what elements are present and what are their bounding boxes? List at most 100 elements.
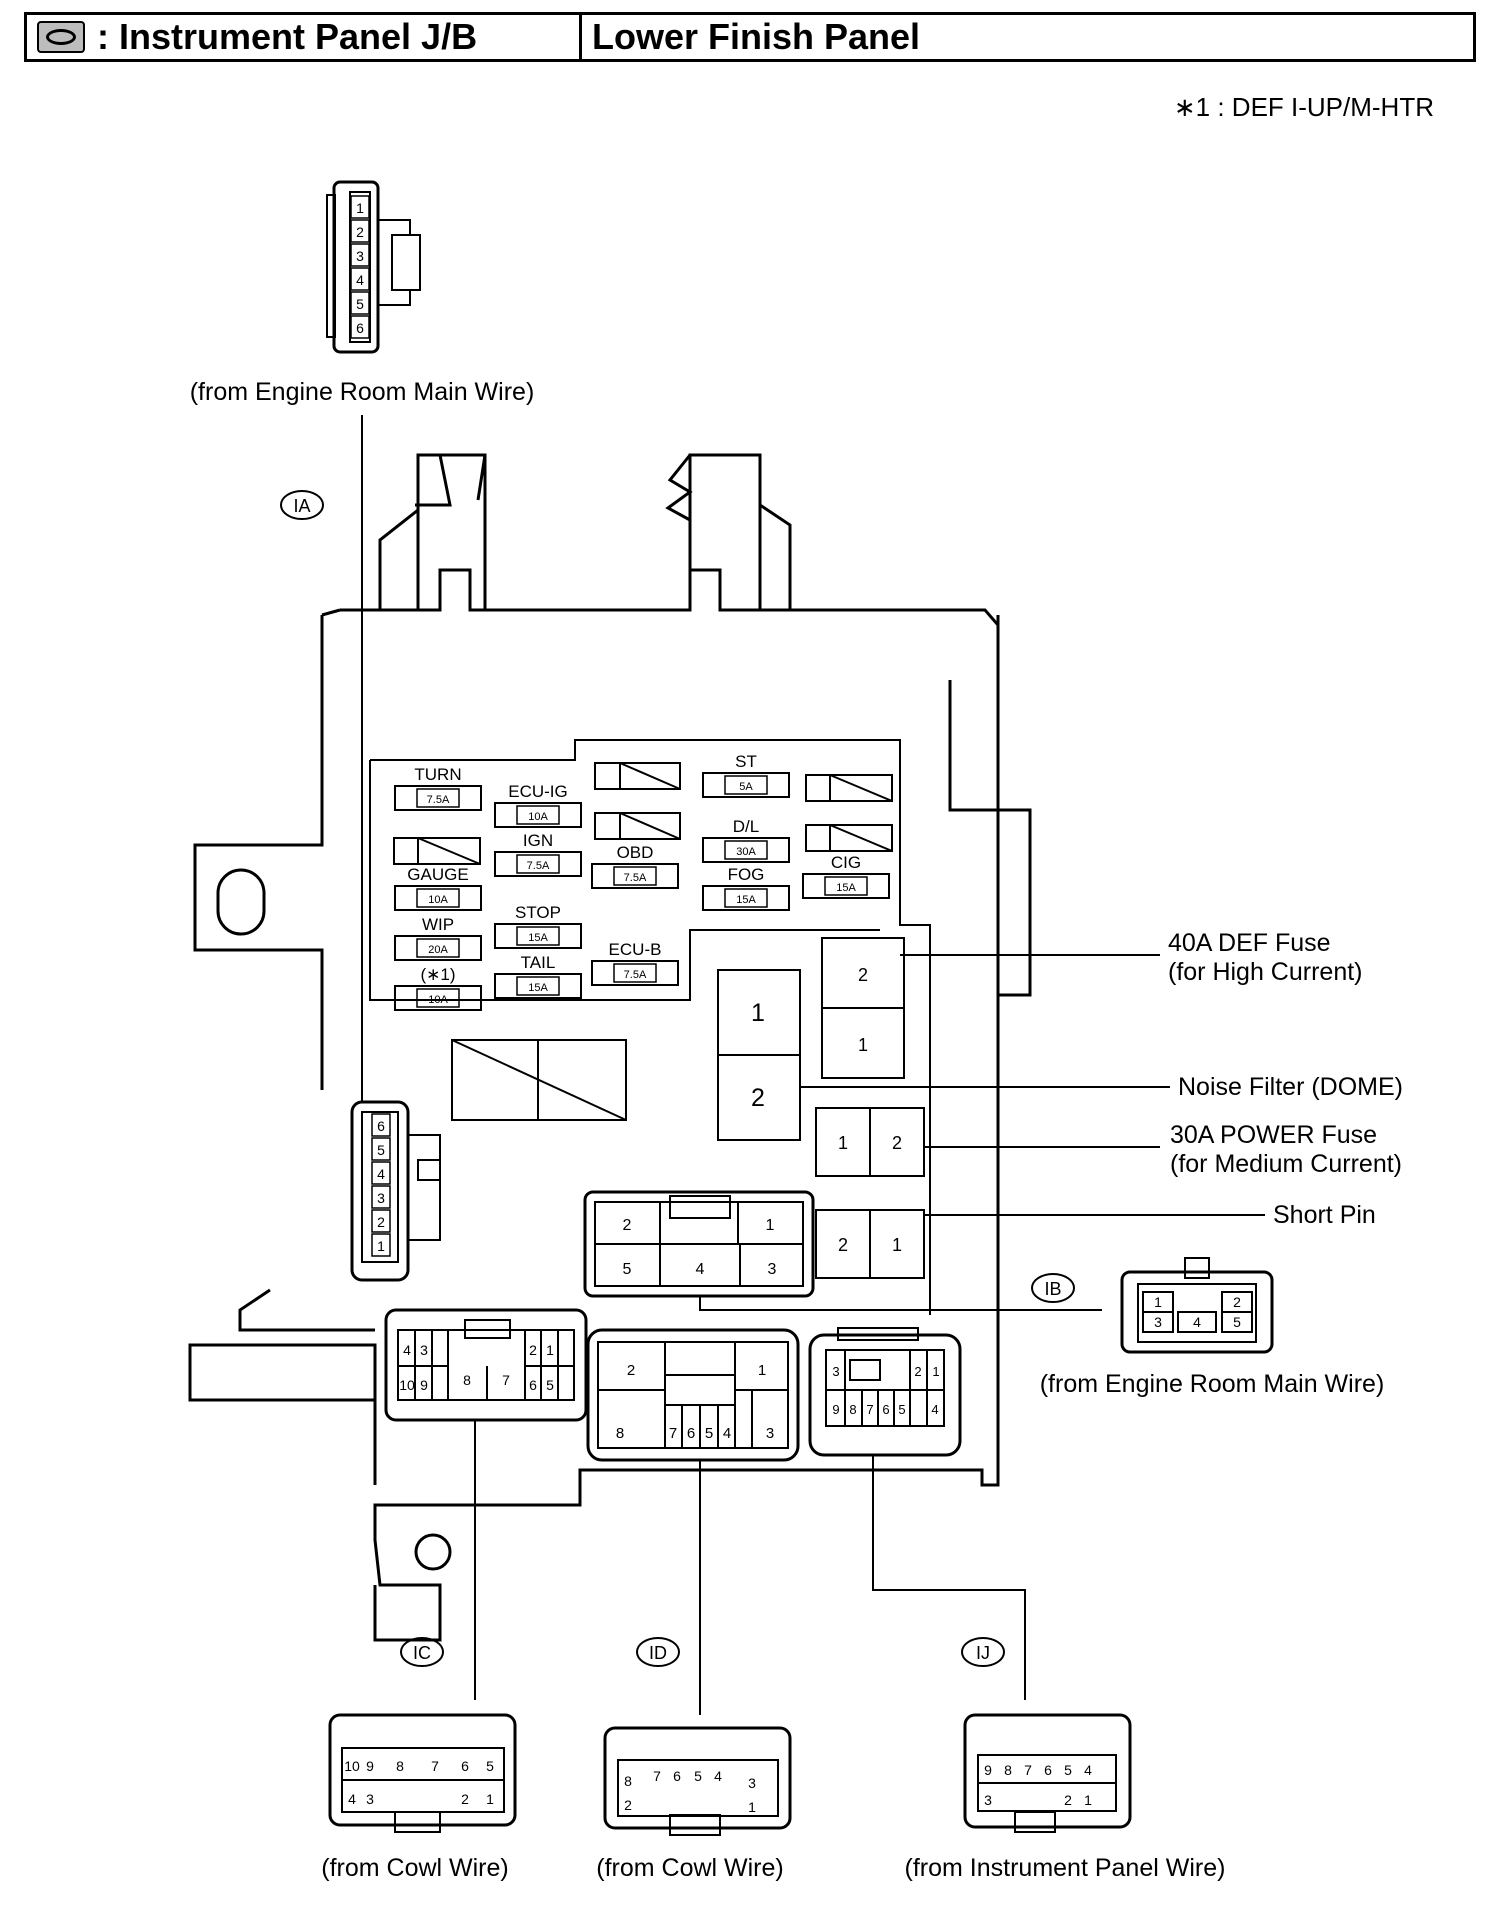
ic-socket-pin-8: 8 bbox=[463, 1372, 471, 1388]
fuse-name-turn: TURN bbox=[414, 765, 461, 784]
ia-pin-3: 3 bbox=[356, 248, 364, 264]
ib-socket-pin-5: 5 bbox=[623, 1261, 632, 1278]
id-socket-pin-4: 4 bbox=[723, 1425, 731, 1442]
fuse-name-tail: TAIL bbox=[521, 953, 556, 972]
fuse-rating-box bbox=[724, 888, 768, 908]
ic-socket-pin-9: 9 bbox=[420, 1377, 428, 1393]
fuse-body bbox=[802, 873, 890, 899]
footnote: ∗1 : DEF I-UP/M-HTR bbox=[1173, 92, 1434, 122]
noise-filter-pin-2: 2 bbox=[751, 1084, 765, 1112]
id-pin-7: 7 bbox=[653, 1768, 661, 1784]
ic-socket-pin-10: 10 bbox=[399, 1377, 415, 1393]
ia-pin-box bbox=[350, 291, 370, 315]
id-socket-pin-7: 7 bbox=[669, 1425, 677, 1442]
ic-socket-pin-6: 6 bbox=[529, 1377, 537, 1393]
ij-connector bbox=[963, 1713, 1132, 1833]
ia-pin-box bbox=[350, 267, 370, 291]
id-pin-3: 3 bbox=[748, 1775, 756, 1791]
ib-pin-2: 2 bbox=[1233, 1294, 1241, 1310]
fuse-name-fog: FOG bbox=[728, 865, 765, 884]
fuse-panel-inner bbox=[369, 760, 880, 1001]
fuse-name-cig: CIG bbox=[831, 853, 861, 872]
ic-socket-pin-3: 3 bbox=[420, 1342, 428, 1358]
fuse-rating-st: 5A bbox=[739, 781, 753, 793]
fuse-name-stop: STOP bbox=[515, 903, 561, 922]
ia-socket-pin-1: 1 bbox=[377, 1238, 385, 1254]
tag-label-ic: IC bbox=[413, 1643, 431, 1663]
noise-filter-block bbox=[717, 969, 801, 1141]
ia-pin-box bbox=[350, 243, 370, 267]
ij-socket-pin-5: 5 bbox=[898, 1402, 905, 1417]
ib-socket-pin-1: 1 bbox=[766, 1217, 775, 1234]
fuse-rating-box bbox=[416, 888, 460, 908]
fuse-rating-box bbox=[516, 805, 560, 825]
ib-socket-pin-2: 2 bbox=[623, 1217, 632, 1234]
ic-pin-8: 8 bbox=[396, 1758, 404, 1774]
ia-pin-1: 1 bbox=[356, 200, 364, 216]
ij-socket-pin-6: 6 bbox=[882, 1402, 889, 1417]
ia-socket-pin-5: 5 bbox=[377, 1142, 385, 1158]
power-fuse-block bbox=[815, 1107, 925, 1177]
ib-connector bbox=[1120, 1257, 1274, 1354]
tag-ij: IJ bbox=[961, 1637, 1005, 1667]
tag-id: ID bbox=[636, 1637, 680, 1667]
ia-pin-5: 5 bbox=[356, 296, 364, 312]
ic-pin-9: 9 bbox=[366, 1758, 374, 1774]
callout-short-pin: Short Pin bbox=[1273, 1201, 1376, 1229]
tag-label-ib: IB bbox=[1044, 1279, 1061, 1299]
tag-ic: IC bbox=[400, 1637, 444, 1667]
oval-symbol-icon bbox=[37, 21, 85, 53]
ij-pin-6: 6 bbox=[1044, 1762, 1052, 1778]
id-connector bbox=[603, 1726, 792, 1836]
callout-power-fuse-note: (for Medium Current) bbox=[1170, 1150, 1402, 1178]
fuse-name-ecu-ig: ECU-IG bbox=[508, 782, 568, 801]
title-instrument-panel-jb: : Instrument Panel J/B bbox=[97, 16, 478, 57]
connector-tags: IA IB IC ID IJ bbox=[280, 490, 1075, 1667]
ij-pin-9: 9 bbox=[984, 1762, 992, 1778]
ic-pin-5: 5 bbox=[486, 1758, 494, 1774]
ia-socket-pin-box bbox=[371, 1113, 391, 1137]
id-pin-1: 1 bbox=[748, 1799, 756, 1815]
ib-pin-5: 5 bbox=[1233, 1314, 1241, 1330]
tag-label-ij: IJ bbox=[976, 1643, 990, 1663]
ij-pin-3: 3 bbox=[984, 1792, 992, 1808]
fuse-panel-outline bbox=[370, 739, 931, 1315]
fuse-body bbox=[394, 885, 482, 911]
fuse-rating-box bbox=[613, 963, 657, 983]
id-socket-pin-2: 2 bbox=[627, 1362, 635, 1379]
fuse-name-ecu-b: ECU-B bbox=[609, 940, 662, 959]
callout-noise-filter: Noise Filter (DOME) bbox=[1178, 1073, 1403, 1101]
def-fuse-pin-2: 2 bbox=[858, 965, 868, 985]
tag-label-ia: IA bbox=[293, 496, 310, 516]
fuse-rating-box bbox=[613, 866, 657, 886]
ij-socket-pin-3: 3 bbox=[832, 1364, 839, 1379]
fuse-body bbox=[394, 785, 482, 811]
def-fuse-pin-1: 1 bbox=[858, 1035, 868, 1055]
fuse-body bbox=[702, 837, 790, 863]
ij-socket-pin-8: 8 bbox=[849, 1402, 856, 1417]
ic-socket-pin-4: 4 bbox=[403, 1342, 411, 1358]
short-pin-1: 1 bbox=[892, 1235, 902, 1255]
ib-pin-3: 3 bbox=[1154, 1314, 1162, 1330]
ib-socket-pin-3: 3 bbox=[768, 1261, 777, 1278]
id-socket-pin-5: 5 bbox=[705, 1425, 713, 1442]
ib-caption: (from Engine Room Main Wire) bbox=[1040, 1370, 1385, 1398]
def-fuse-block bbox=[821, 937, 905, 1079]
tag-ia: IA bbox=[280, 490, 324, 520]
ij-pin-1: 1 bbox=[1084, 1792, 1092, 1808]
ij-socket-pin-2: 2 bbox=[914, 1364, 921, 1379]
fuse-ecu-b: ECU-B7.5A bbox=[591, 940, 679, 986]
fuse-rating-box bbox=[416, 988, 460, 1008]
fuse-name-1: (∗1) bbox=[420, 965, 455, 984]
